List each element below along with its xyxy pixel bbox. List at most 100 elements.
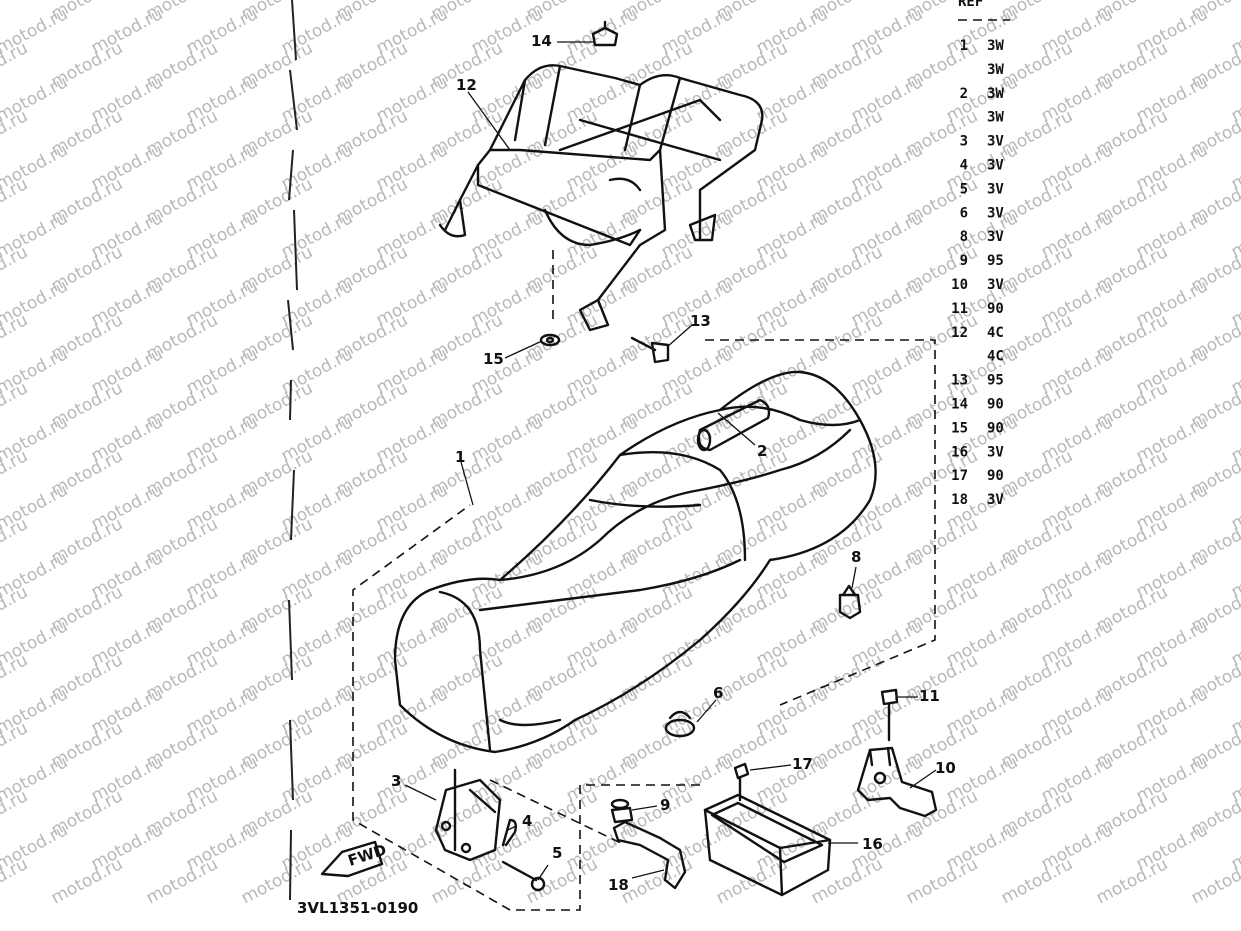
ref-table: REF 1 3W 3W 2 3W 3W 3 3V 4 3V 5 3V 6 3V 8 3V 9 95 10 3V 11 90… xyxy=(951,0,1010,508)
rear-carrier-rack xyxy=(438,64,764,332)
ref-row-code: 95 xyxy=(987,373,1004,389)
ref-row-number: 16 xyxy=(951,444,968,460)
callout-3: 3 xyxy=(391,772,401,790)
callout-9: 9 xyxy=(660,796,670,814)
scan-edge-noise xyxy=(287,0,298,901)
watermark-text: motod.ru xyxy=(0,174,31,228)
clip-4 xyxy=(501,818,518,847)
figure-code: 3VL1351-0190 xyxy=(297,899,418,917)
callout-17: 17 xyxy=(792,755,813,773)
ref-row-code: 90 xyxy=(987,397,1004,413)
ref-row-number: 8 xyxy=(960,229,968,245)
watermark-text: motod.ru xyxy=(0,378,31,432)
pin-5 xyxy=(501,860,546,892)
ref-row-number: 1 xyxy=(960,38,968,54)
callout-labels: 14 12 15 13 1 2 8 6 11 10 3 4 5 9 17 16 … xyxy=(391,32,956,894)
ref-row-number: 11 xyxy=(951,301,968,317)
ref-row-code: 90 xyxy=(987,301,1004,317)
callout-4: 4 xyxy=(522,812,532,830)
ref-row-number: 12 xyxy=(951,325,968,341)
ref-row-code: 90 xyxy=(987,468,1004,484)
bolt-13 xyxy=(630,336,670,364)
callout-1: 1 xyxy=(455,448,465,466)
hinge-dashed-link xyxy=(489,779,626,846)
ref-row-code: 3V xyxy=(987,492,1004,508)
ref-row-code: 3V xyxy=(987,181,1004,197)
watermark-text: motod.ru xyxy=(0,514,31,568)
ref-row-number: 6 xyxy=(960,205,968,221)
ref-row-number: 15 xyxy=(951,420,968,436)
callout-2: 2 xyxy=(757,442,767,460)
watermark-text: motod.ru xyxy=(0,0,31,24)
watermark-text: motod.ru xyxy=(998,854,1076,908)
callout-8: 8 xyxy=(851,548,861,566)
ref-row-number: 13 xyxy=(951,373,968,389)
ref-row-code: 3W xyxy=(987,110,1004,126)
ref-row-number: 9 xyxy=(960,253,968,269)
watermark-text: motod.ru xyxy=(0,242,31,296)
bracket-18 xyxy=(612,820,687,890)
ref-table-rows: 1 3W 3W 2 3W 3W 3 3V 4 3V 5 3V 6 3V 8 3V 9 95 10 3V 11 90 12 4C… xyxy=(951,38,1004,508)
bolt-11 xyxy=(880,688,899,742)
watermark-text: motod.ru xyxy=(618,854,696,908)
ref-row-number: 14 xyxy=(951,397,968,413)
ref-row-code: 3V xyxy=(987,444,1004,460)
watermark-text: motod.ru xyxy=(48,854,126,908)
watermark-text: motod.ru xyxy=(0,106,31,160)
leader-lines xyxy=(404,41,937,881)
watermark-text: motod.ru xyxy=(0,446,31,500)
damper-8 xyxy=(838,584,862,620)
cap-nut-14 xyxy=(591,20,619,47)
watermark-text: motod.ru xyxy=(0,786,31,840)
callout-6: 6 xyxy=(713,684,723,702)
ref-row-number: 5 xyxy=(960,181,968,197)
ref-row-code: 3V xyxy=(987,277,1004,293)
callout-16: 16 xyxy=(862,835,883,853)
callout-10: 10 xyxy=(935,759,956,777)
watermark-text: motod.ru xyxy=(0,38,31,92)
watermark-text: motod.ru xyxy=(523,854,601,908)
nut-9 xyxy=(610,798,634,824)
watermark-text: motod.ru xyxy=(808,854,886,908)
callout-14: 14 xyxy=(531,32,552,50)
ref-row-number: 17 xyxy=(951,468,968,484)
ref-row-number: 4 xyxy=(960,158,968,174)
ref-row-code: 4C xyxy=(987,349,1004,365)
ref-row-code: 3V xyxy=(987,229,1004,245)
callout-12: 12 xyxy=(456,76,477,94)
callout-13: 13 xyxy=(690,312,711,330)
ref-row-number: 18 xyxy=(951,492,968,508)
ref-row-code: 3V xyxy=(987,205,1004,221)
ref-table-header: REF xyxy=(958,0,983,10)
callout-11: 11 xyxy=(919,687,940,705)
strap-2 xyxy=(696,398,771,452)
watermark-text: motod.ru xyxy=(0,718,31,772)
ref-row-number: 2 xyxy=(960,86,968,102)
ref-row-code: 3W xyxy=(987,62,1004,78)
seat-assembly-dashed-outline xyxy=(352,339,936,911)
seat-lock-10 xyxy=(856,746,938,818)
washer-15 xyxy=(539,333,561,347)
watermark-text: motod.ru xyxy=(1093,854,1171,908)
ref-row-code: 90 xyxy=(987,420,1004,436)
watermark-text: motod.ru xyxy=(143,854,221,908)
watermark-text: motod.ru xyxy=(0,582,31,636)
hinge-bracket-3 xyxy=(434,768,502,862)
watermark-text: motod.ru xyxy=(0,310,31,364)
ref-row-code: 3V xyxy=(987,158,1004,174)
ref-row-code: 95 xyxy=(987,253,1004,269)
callout-18: 18 xyxy=(608,876,629,894)
ref-row-code: 3W xyxy=(987,86,1004,102)
watermark-text: motod.ru xyxy=(903,854,981,908)
ref-row-number: 10 xyxy=(951,277,968,293)
damper-6 xyxy=(664,710,696,738)
ref-row-number: 3 xyxy=(960,134,968,150)
callout-5: 5 xyxy=(552,844,562,862)
ref-row-code: 4C xyxy=(987,325,1004,341)
case-16 xyxy=(703,793,832,897)
ref-row-code: 3V xyxy=(987,134,1004,150)
ref-row-code: 3W xyxy=(987,38,1004,54)
watermark-text: motod.ru xyxy=(0,650,31,704)
callout-15: 15 xyxy=(483,350,504,368)
